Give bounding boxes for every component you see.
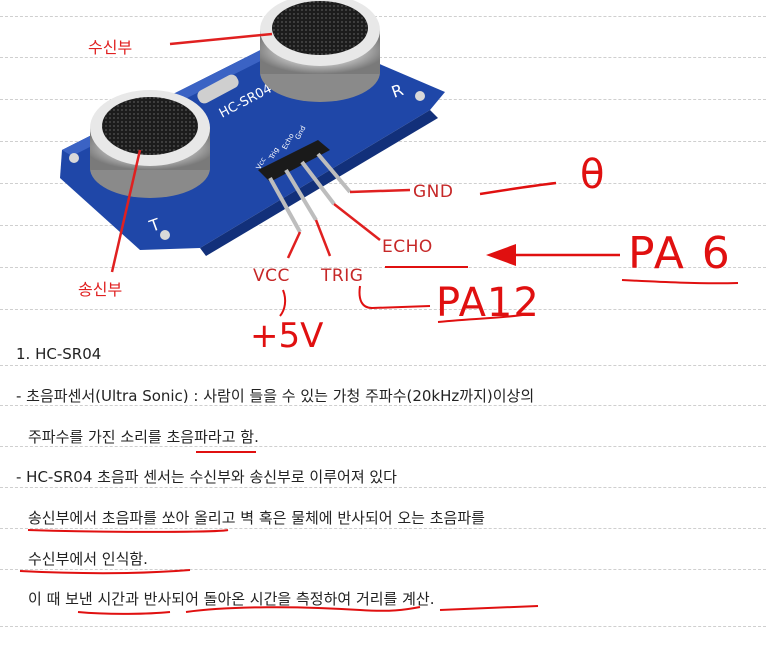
notes-line-1: - 초음파센서(Ultra Sonic) : 사람이 들을 수 있는 가청 주파… [16, 387, 535, 405]
ruled-line [0, 365, 766, 366]
receiver-can [260, 0, 380, 102]
pin-header [258, 140, 352, 233]
vcc-handwritten-note: +5V [250, 316, 324, 356]
notes-line-4: 송신부에서 초음파를 쏘아 올리고 벽 혹은 물체에 반사되어 오는 초음파를 [28, 509, 485, 527]
ruled-line [0, 487, 766, 488]
ruled-line [0, 309, 766, 310]
ruled-line [0, 569, 766, 570]
receiver-label: 수신부 [88, 38, 133, 57]
sensor-figure: HC-SR04 T R Vcc Trig Echo Gnd [60, 0, 454, 299]
ruled-line [0, 57, 766, 58]
notes-line-6: 이 때 보낸 시간과 반사되어 돌아온 시간을 측정하여 거리를 계산. [28, 590, 435, 608]
ruled-line [0, 183, 766, 184]
ruled-line [0, 267, 766, 268]
transmitter-can [90, 90, 210, 198]
gnd-handwritten-note: θ [580, 152, 605, 198]
ruled-line [0, 446, 766, 447]
transmitter-label: 송신부 [78, 280, 123, 299]
echo-handwritten-note: PA 6 [628, 228, 732, 279]
notes-line-2: 주파수를 가진 소리를 초음파라고 함. [28, 428, 259, 446]
gnd-pointer [349, 188, 411, 194]
echo-pin-label: ECHO [382, 237, 433, 257]
ruled-line [0, 16, 766, 17]
ruled-line [0, 528, 766, 529]
notes-line-5: 수신부에서 인식함. [28, 550, 148, 568]
gnd-pin-label: GND [413, 182, 454, 202]
ruled-line [0, 626, 766, 627]
ruled-line [0, 405, 766, 406]
vcc-pointer [286, 231, 302, 259]
echo-pointer [333, 203, 381, 241]
receiver-pointer [169, 32, 273, 46]
trig-pin-label: TRIG [321, 266, 364, 286]
notes-heading: 1. HC-SR04 [16, 345, 102, 363]
trig-handwritten-note: PA12 [436, 280, 540, 326]
ruled-line [0, 225, 766, 226]
notes-line-3: - HC-SR04 초음파 센서는 수신부와 송신부로 이루어져 있다 [16, 468, 397, 486]
hc-sr04-image: HC-SR04 T R Vcc Trig Echo Gnd [60, 0, 445, 273]
vcc-pin-label: VCC [253, 266, 290, 286]
transmitter-pointer [110, 149, 142, 273]
trig-pointer [314, 219, 332, 257]
